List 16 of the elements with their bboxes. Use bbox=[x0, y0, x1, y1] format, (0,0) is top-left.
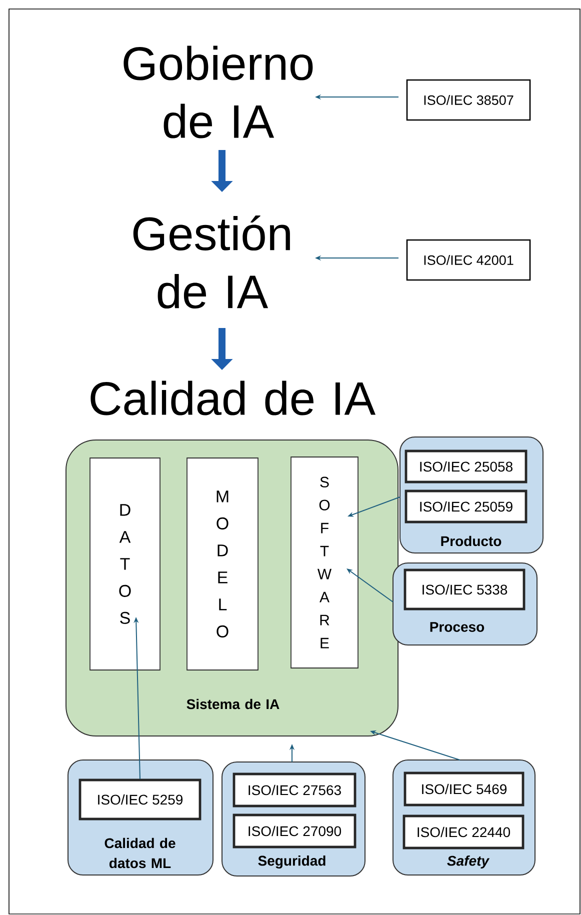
standard-box: ISO/IEC 5469 bbox=[404, 772, 524, 806]
standard-box: ISO/IEC 5259 bbox=[78, 778, 202, 820]
standard-box: ISO/IEC 27090 bbox=[232, 814, 356, 848]
standard-box: ISO/IEC 22440 bbox=[402, 814, 524, 850]
component-column: DATOS bbox=[90, 458, 160, 670]
standard-box: ISO/IEC 42001 bbox=[406, 239, 531, 281]
component-column: SOFTWARE bbox=[290, 456, 358, 668]
standard-box: ISO/IEC 25058 bbox=[404, 450, 528, 484]
standard-box: ISO/IEC 38507 bbox=[406, 79, 531, 121]
heading-text: Gestión de IA bbox=[133, 215, 290, 309]
standard-box: ISO/IEC 25059 bbox=[404, 490, 528, 524]
heading-text: Calidad de IA bbox=[90, 380, 376, 416]
heading-text: Gobierno de IA bbox=[124, 46, 313, 138]
component-column: MODELO bbox=[186, 458, 258, 670]
standard-box: ISO/IEC 5338 bbox=[404, 568, 526, 610]
standard-box: ISO/IEC 27563 bbox=[232, 772, 356, 808]
